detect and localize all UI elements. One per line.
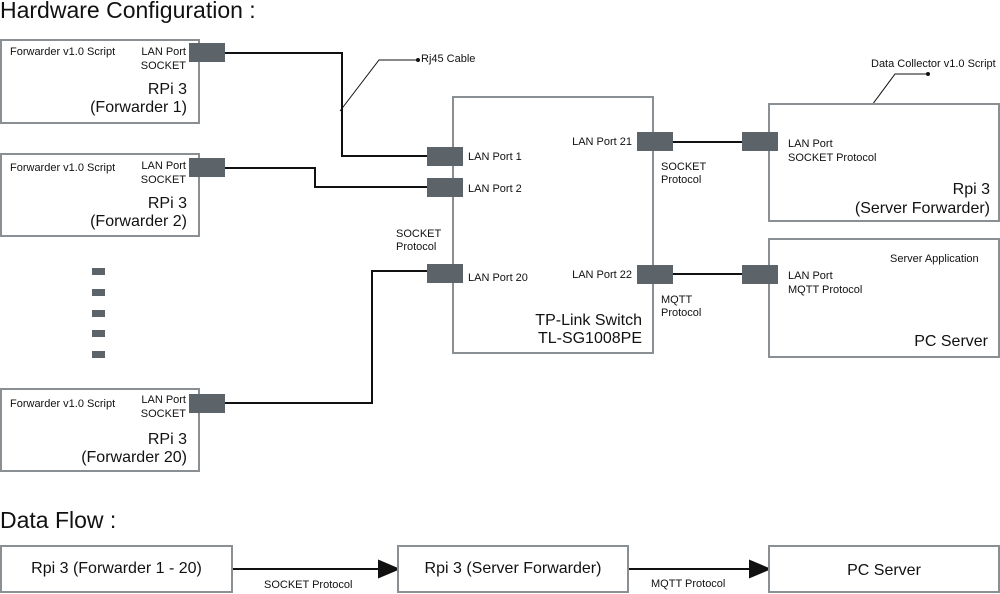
server-forwarder-port-label: LAN Port <box>788 138 833 150</box>
flow-node-forwarders <box>0 545 233 593</box>
switch-box <box>452 96 654 354</box>
flow-arrow-1-head <box>378 559 401 579</box>
collector-label: Data Collector v1.0 Script <box>871 58 996 70</box>
server-forwarder-lan-port <box>742 132 778 151</box>
pc-server-name: PC Server <box>914 333 988 350</box>
flow-node-pc-server <box>768 545 1000 593</box>
flow-node-server-forwarder-label: Rpi 3 (Server Forwarder) <box>424 560 602 577</box>
forwarder-20-box <box>0 388 200 472</box>
ellipsis-dot <box>92 351 105 358</box>
ellipsis-dot <box>92 268 105 275</box>
flow-arrow-2-head <box>749 559 772 579</box>
switch-model-line2: TL-SG1008PE <box>537 330 642 347</box>
forwarder-20-script: Forwarder v1.0 Script <box>10 398 116 410</box>
switch-mqtt-protocol-label: Protocol <box>661 307 702 319</box>
pc-server-proto-label: MQTT Protocol <box>788 284 863 296</box>
server-forwarder-box <box>768 103 1000 222</box>
forwarder-1-lan-port <box>189 43 225 62</box>
forwarder-1-script: Forwarder v1.0 Script <box>10 46 116 58</box>
server-forwarder-device: Rpi 3 <box>952 181 990 198</box>
ellipsis-dot <box>92 289 105 296</box>
switch-port-1 <box>427 147 463 166</box>
forwarder-20-proto-label: SOCKET <box>140 408 186 420</box>
wire-forwarder-20 <box>224 270 430 404</box>
switch-mqtt-label: MQTT <box>661 294 693 306</box>
switch-port-20-label: LAN Port 20 <box>468 272 528 284</box>
flow-node-forwarders-label: Rpi 3 (Forwarder 1 - 20) <box>31 560 202 577</box>
forwarder-2-lan-port <box>189 158 225 177</box>
ellipsis-dot <box>92 310 105 317</box>
switch-left-protocol-label: Protocol <box>396 241 437 253</box>
forwarder-2-box <box>0 153 200 237</box>
flow-edge-socket-label: SOCKET Protocol <box>264 579 353 591</box>
hardware-heading: Hardware Configuration : <box>0 0 256 23</box>
pc-server-app-label: Server Application <box>890 253 979 265</box>
pc-server-box <box>768 238 1000 358</box>
dataflow-heading: Data Flow : <box>0 507 117 533</box>
forwarder-1-port-label: LAN Port <box>141 46 186 58</box>
forwarder-1-box <box>0 39 200 124</box>
switch-right-protocol-label: Protocol <box>661 174 702 186</box>
cable-leader <box>339 59 418 112</box>
switch-port-2 <box>427 178 463 197</box>
switch-right-socket-label: SOCKET <box>661 161 707 173</box>
forwarder-20-device: RPi 3 <box>147 431 187 448</box>
switch-port-22-label: LAN Port 22 <box>572 269 632 281</box>
forwarder-2-script: Forwarder v1.0 Script <box>10 162 116 174</box>
forwarder-2-proto-label: SOCKET <box>140 174 186 186</box>
forwarder-2-device: RPi 3 <box>147 195 187 212</box>
server-forwarder-name: (Server Forwarder) <box>854 200 990 217</box>
switch-port-22 <box>637 265 673 284</box>
switch-port-21-label: LAN Port 21 <box>572 136 632 148</box>
server-forwarder-proto-label: SOCKET Protocol <box>788 152 877 164</box>
switch-left-socket-label: SOCKET <box>396 228 442 240</box>
forwarder-1-name: (Forwarder 1) <box>90 99 187 116</box>
forwarder-1-proto-label: SOCKET <box>140 60 186 72</box>
forwarder-2-port-label: LAN Port <box>141 160 186 172</box>
forwarder-20-port-label: LAN Port <box>141 394 186 406</box>
flow-node-server-forwarder <box>397 545 629 593</box>
forwarder-2-name: (Forwarder 2) <box>90 213 187 230</box>
switch-port-2-label: LAN Port 2 <box>468 183 522 195</box>
forwarder-20-name: (Forwarder 20) <box>81 449 187 466</box>
forwarder-1-device: RPi 3 <box>147 81 187 98</box>
cable-label: Rj45 Cable <box>421 53 476 65</box>
switch-port-20 <box>427 264 463 283</box>
wire-forwarder-2 <box>224 167 430 188</box>
switch-port-21 <box>637 132 673 151</box>
pc-server-lan-port <box>742 265 778 284</box>
switch-model-line1: TP-Link Switch <box>535 312 642 329</box>
flow-edge-mqtt-label: MQTT Protocol <box>651 578 726 590</box>
flow-node-pc-server-label: PC Server <box>847 562 921 579</box>
ellipsis-dot <box>92 330 105 337</box>
forwarder-20-lan-port <box>189 394 225 413</box>
pc-server-port-label: LAN Port <box>788 270 833 282</box>
switch-port-1-label: LAN Port 1 <box>468 151 522 163</box>
wire-forwarder-1 <box>224 52 430 157</box>
